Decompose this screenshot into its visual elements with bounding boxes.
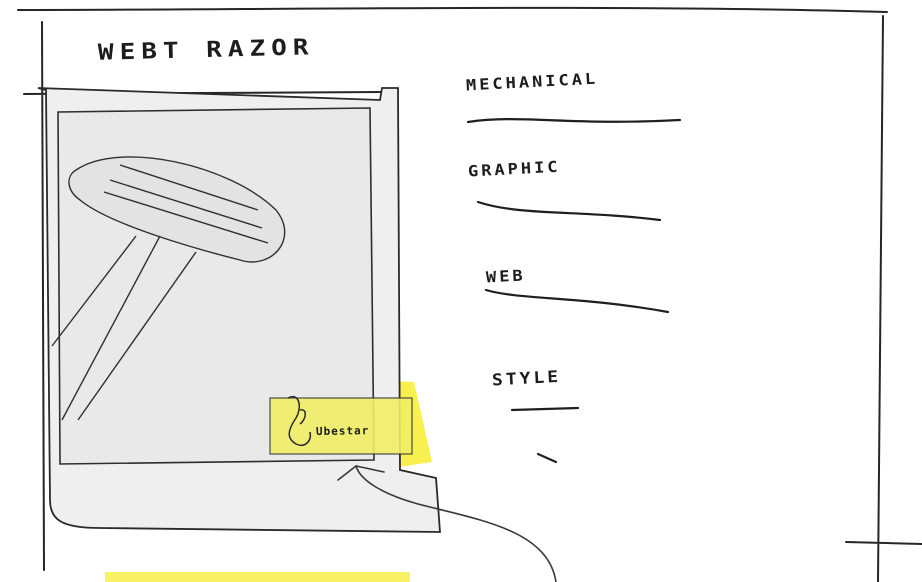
nav-item-style[interactable]: STYLE: [492, 367, 562, 389]
bottom-highlight: [105, 572, 410, 582]
brand-logo-text: Ubestar: [316, 424, 370, 438]
nav-item-web[interactable]: WEB: [486, 267, 527, 287]
